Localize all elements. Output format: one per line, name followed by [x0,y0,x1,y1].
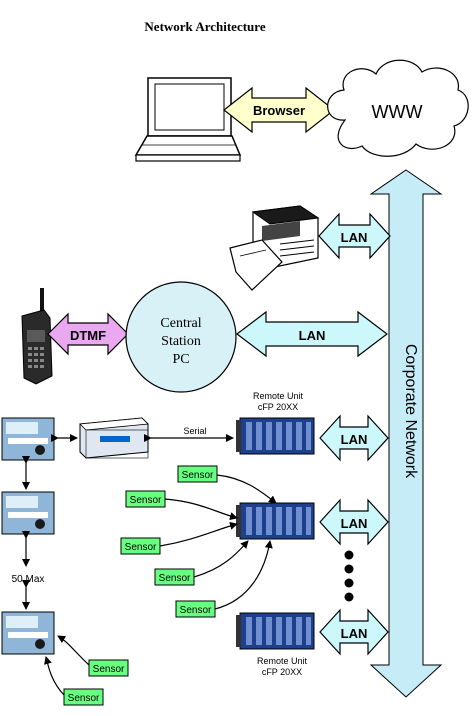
lan-label-printer: LAN [341,230,368,245]
corporate-network-label: Corporate Network [402,344,419,479]
browser-label: Browser [253,103,305,118]
diagram-title: Network Architecture [144,19,265,34]
sensor-box-2: Sensor [125,490,166,508]
lan-label-central-station: LAN [299,328,326,343]
printer-icon [229,205,320,291]
sensor-box-4: Sensor [154,568,195,586]
lan-label-rack-1: LAN [341,432,368,447]
lan-arrow-rack-3: LAN [319,608,389,656]
more-units-dots [344,550,354,602]
field-device-2 [1,491,55,535]
remote-unit-rack-3 [236,612,315,650]
sensor-label-4: Sensor [159,573,191,584]
browser-arrow: Browser [223,86,335,134]
www-cloud: WWW [327,59,469,157]
lan-arrow-central-station: LAN [236,310,388,358]
sensor-label-3: Sensor [125,542,157,553]
serial-label: Serial [183,426,206,436]
sensor-label-5: Sensor [180,605,212,616]
serial-interface-device [79,417,149,459]
sensor-box-5: Sensor [175,600,216,618]
sensor-box-1: Sensor [177,465,218,483]
lan-label-rack-2: LAN [341,516,368,531]
sensor-label-2: Sensor [130,495,162,506]
sensor-wires-rack-2 [159,474,277,610]
remote-unit-rack-1 [236,417,315,455]
sensor-wires-field-device [44,635,90,696]
central-station-line3: PC [172,352,189,367]
sensor-box-6: Sensor [88,659,129,677]
central-station-line2: Station [161,334,201,349]
lan-arrow-printer: LAN [318,212,391,260]
central-station-line1: Central [160,316,201,331]
remote-unit-top-line1: Remote Unit [253,391,304,401]
lan-label-rack-3: LAN [341,626,368,641]
sensor-label-1: Sensor [182,470,214,481]
max-units-label: 50 Max [12,574,45,585]
lan-arrow-rack-2: LAN [319,498,389,546]
sensor-label-6: Sensor [93,664,125,675]
dtmf-label: DTMF [70,328,106,343]
remote-unit-rack-2 [236,502,315,540]
field-device-1 [1,417,55,461]
central-station-pc: Central Station PC [125,281,237,393]
remote-unit-top-line2: cFP 20XX [258,402,298,412]
www-label: WWW [372,102,423,122]
sensor-box-3: Sensor [120,537,161,555]
remote-unit-bottom-line2: cFP 20XX [262,667,302,677]
corporate-network-bar: Corporate Network [369,169,443,698]
cordless-phone-icon [21,288,53,385]
remote-unit-bottom-line1: Remote Unit [257,656,308,666]
sensor-label-7: Sensor [68,693,100,704]
lan-arrow-rack-1: LAN [319,414,389,462]
laptop-icon [134,77,242,162]
field-device-3 [1,611,55,655]
sensor-box-7: Sensor [63,688,104,706]
dtmf-arrow: DTMF [47,312,129,356]
